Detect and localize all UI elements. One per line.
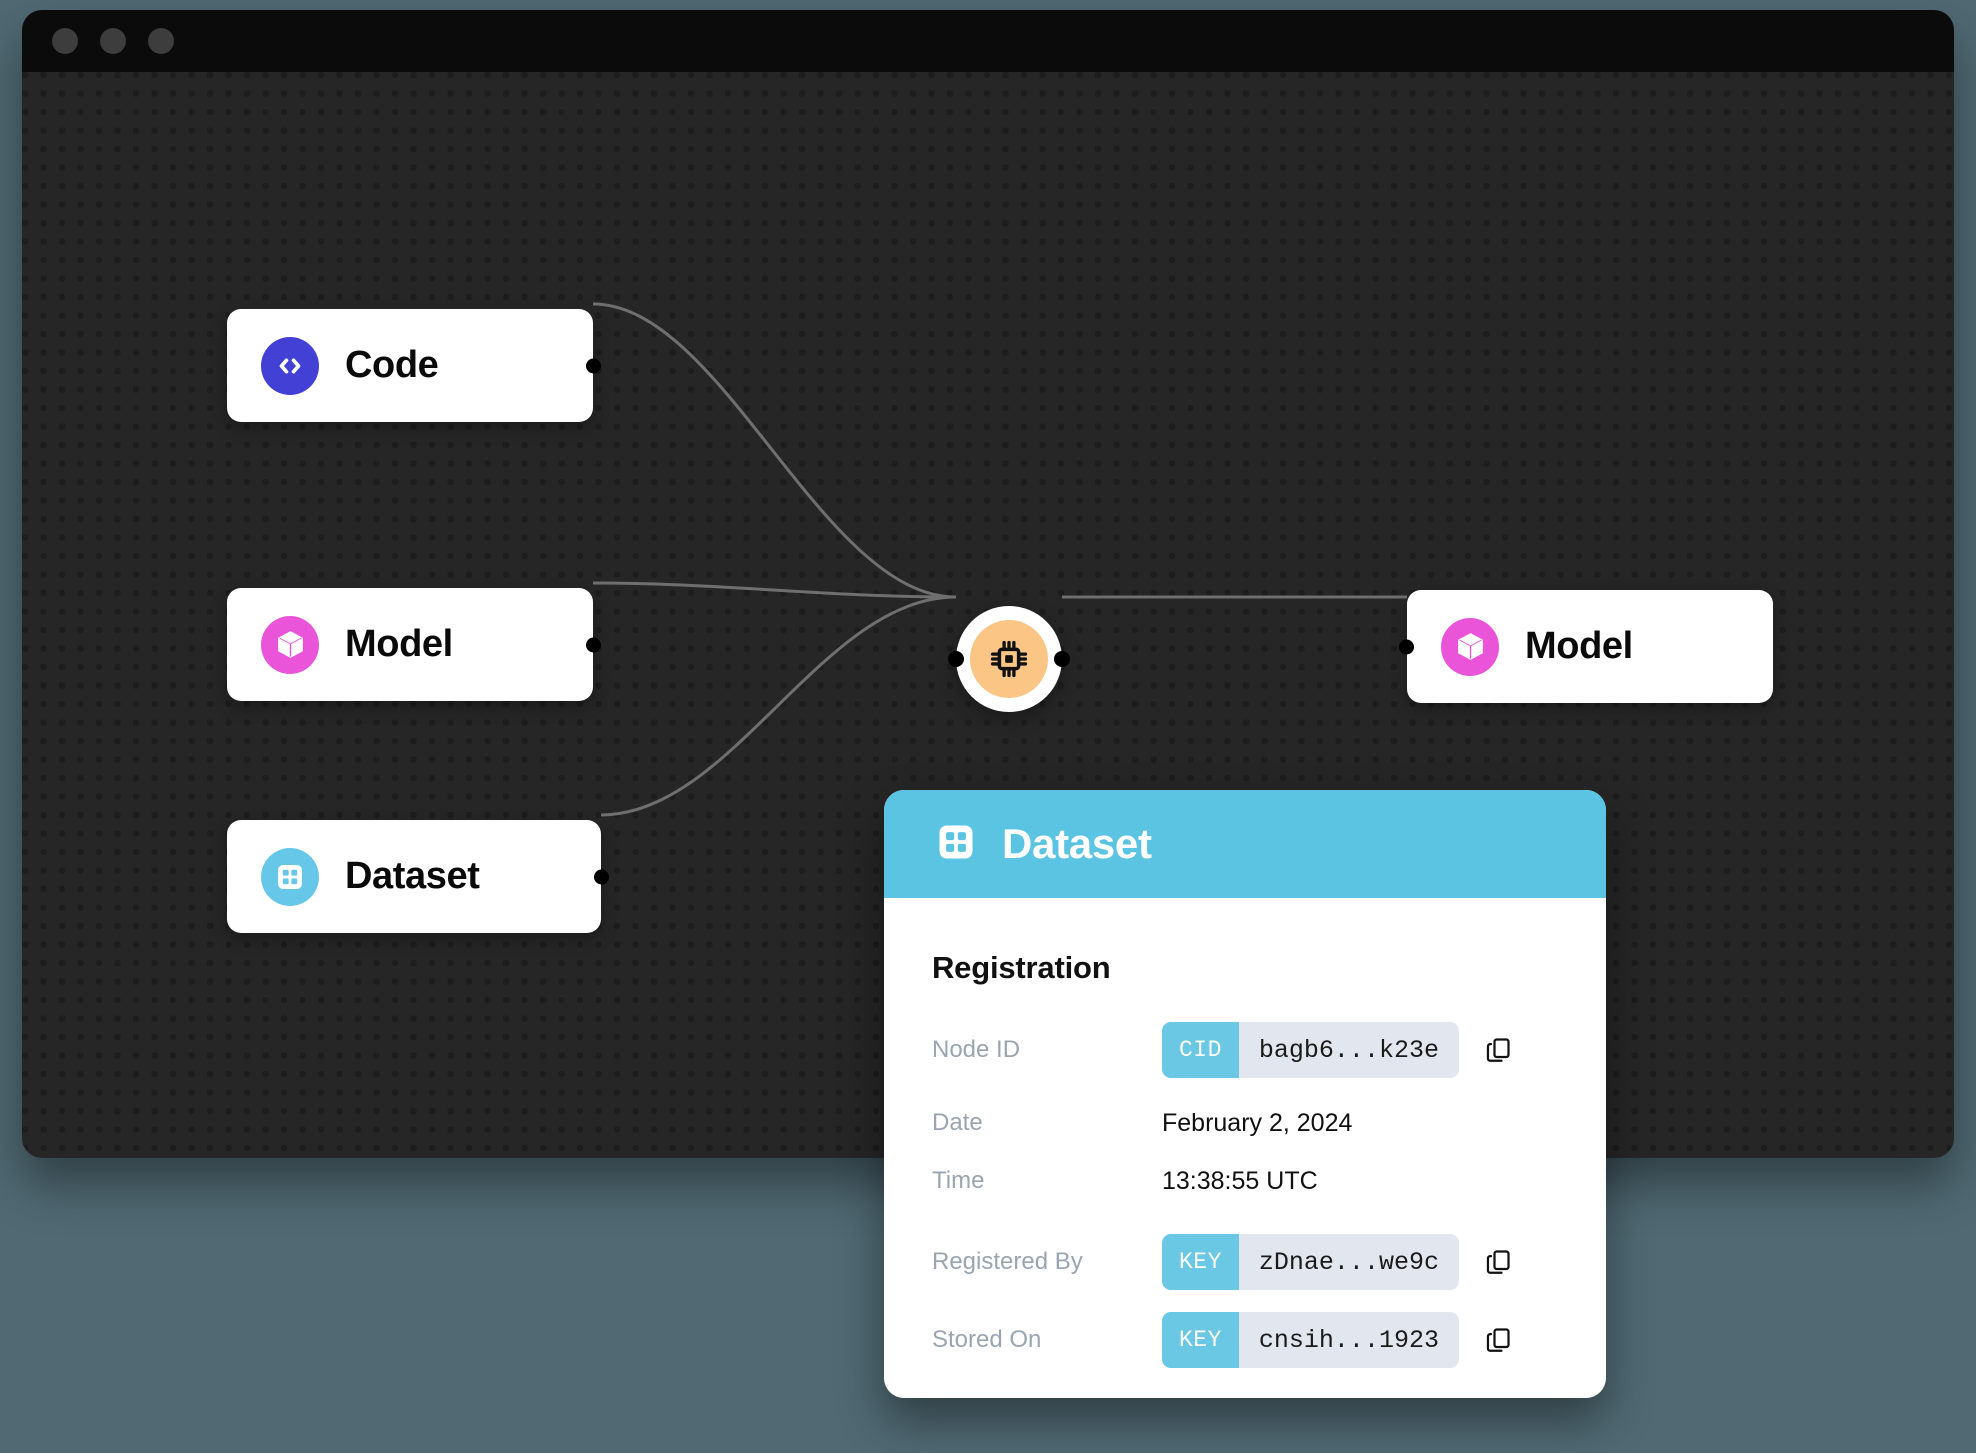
process-input-port[interactable] [948, 651, 964, 667]
chip-tag: KEY [1162, 1234, 1239, 1290]
row-label: Time [932, 1167, 985, 1194]
cube-icon [1441, 617, 1499, 676]
section-title-registration: Registration [932, 950, 1111, 985]
panel-body: Registration Node ID CID bagb6...k23e Da… [884, 898, 1606, 1368]
row-label: Node ID [932, 1036, 1021, 1063]
edge-model-to-process [592, 581, 957, 599]
node-output-port[interactable] [586, 637, 601, 652]
chip-value: zDnae...we9c [1258, 1247, 1439, 1277]
row-value: 13:38:55 UTC [1162, 1166, 1318, 1195]
copy-icon[interactable] [1481, 1033, 1515, 1067]
node-card-code[interactable]: Code [227, 309, 601, 422]
grid-table-icon [934, 820, 978, 869]
row-stored-on: Stored On KEY cnsih...1923 [932, 1312, 1558, 1368]
row-registered-by: Registered By KEY zDnae...we9c [932, 1234, 1558, 1290]
copy-icon[interactable] [1481, 1323, 1515, 1357]
chip-value: cnsih...1923 [1258, 1325, 1439, 1355]
node-label-model-output: Model [1525, 625, 1633, 667]
node-card-model-input[interactable]: Model [227, 588, 601, 701]
window-titlebar [22, 10, 1954, 72]
close-dot[interactable] [52, 28, 78, 54]
row-label: Date [932, 1109, 983, 1136]
node-input-port[interactable] [1399, 639, 1414, 654]
node-output-port[interactable] [594, 869, 609, 884]
node-output-port[interactable] [586, 358, 601, 373]
value-chip[interactable]: KEY zDnae...we9c [1162, 1234, 1459, 1290]
value-chip[interactable]: KEY cnsih...1923 [1162, 1312, 1459, 1368]
node-process-cpu[interactable] [948, 606, 1070, 712]
panel-title: Dataset [1002, 820, 1152, 867]
node-label-model-input: Model [345, 623, 453, 665]
node-card-dataset[interactable]: Dataset [227, 820, 609, 933]
minimize-dot[interactable] [100, 28, 126, 54]
row-node-id: Node ID CID bagb6...k23e [932, 1022, 1558, 1078]
copy-icon[interactable] [1481, 1245, 1515, 1279]
chip-tag: CID [1162, 1022, 1239, 1078]
chip-value: bagb6...k23e [1258, 1035, 1439, 1065]
row-value: February 2, 2024 [1162, 1108, 1353, 1137]
grid-table-icon [261, 847, 319, 906]
row-time: Time 13:38:55 UTC [932, 1158, 1558, 1204]
row-label: Stored On [932, 1326, 1042, 1353]
row-date: Date February 2, 2024 [932, 1100, 1558, 1146]
row-label: Registered By [932, 1248, 1083, 1275]
maximize-dot[interactable] [148, 28, 174, 54]
node-label-code: Code [345, 344, 439, 386]
node-card-model-output[interactable]: Model [1399, 590, 1773, 703]
node-label-dataset: Dataset [345, 855, 480, 897]
chip-tag: KEY [1162, 1312, 1239, 1368]
value-chip[interactable]: CID bagb6...k23e [1162, 1022, 1459, 1078]
dataset-detail-panel: Dataset Registration Node ID CID bagb6..… [884, 790, 1606, 1398]
edge-dataset-to-process [600, 595, 957, 817]
process-output-port[interactable] [1054, 651, 1070, 667]
panel-header: Dataset [884, 790, 1606, 898]
edge-code-to-process [592, 302, 957, 599]
cube-icon [261, 615, 319, 674]
cpu-chip-icon [970, 620, 1048, 698]
code-brackets-icon [261, 336, 319, 395]
